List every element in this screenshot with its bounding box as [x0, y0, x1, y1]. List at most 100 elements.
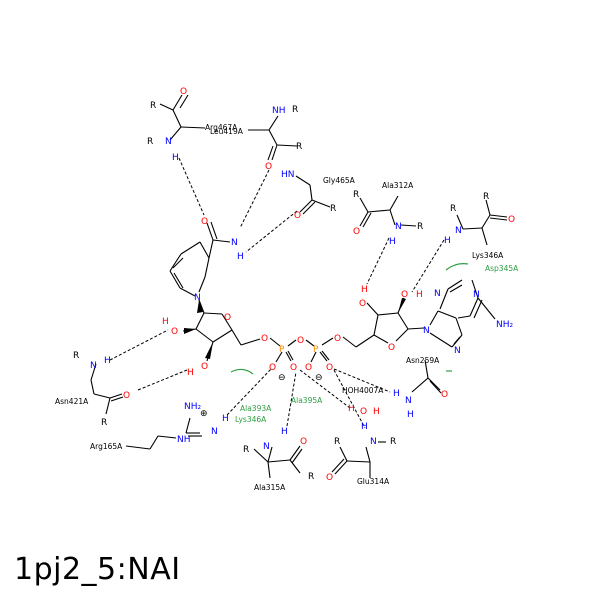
hydrophobic-contacts	[230, 263, 469, 375]
atom-o-p2a: O	[305, 363, 312, 373]
atom-p1: P	[279, 345, 285, 355]
atom-n: N	[263, 442, 270, 452]
atom-o-p1a: O	[269, 363, 276, 373]
atom-h-hydroxyl2: H	[187, 368, 194, 378]
atom-h: H	[281, 427, 288, 437]
residue-ala393: Ala393A	[240, 404, 272, 413]
atom-o: O	[300, 437, 307, 447]
residue-lys346-bottom: Lys346A	[235, 415, 267, 424]
atom-h: H	[389, 237, 396, 247]
atom-labels: O N H N O H O H O O P O P O O O O O ⊖ ⊖ …	[162, 217, 514, 383]
atom-h: H	[104, 356, 111, 366]
atom-r: R	[150, 101, 156, 111]
atom-r: R	[483, 192, 489, 202]
residue-ala315: Ala315A	[254, 483, 286, 492]
atom-o: O	[265, 162, 272, 172]
atom-o-ribose1: O	[224, 313, 231, 323]
atom-n-amide: N	[231, 238, 238, 248]
atom-o: O	[353, 227, 360, 237]
atom-o-hydroxyl2: O	[201, 362, 208, 372]
residue-hoh4007: HOH4007A	[342, 386, 384, 395]
atom-n9: N	[423, 326, 430, 336]
atom-o: O	[508, 215, 515, 225]
atom-r: R	[101, 418, 107, 428]
atom-nh: NH	[272, 106, 286, 116]
atom-n1: N	[473, 290, 480, 300]
residue-lys346-top: Lys346A	[472, 251, 504, 260]
atom-h: H	[172, 153, 179, 163]
residue-glu314: Glu314A	[357, 477, 390, 486]
atom-o: O	[441, 390, 448, 400]
atom-h: H	[407, 410, 414, 420]
atom-o-hydroxyl4: O	[401, 290, 408, 300]
residue-leu419: Leu419A	[210, 127, 244, 136]
atom-n7: N	[454, 346, 461, 356]
charge-plus: ⊕	[200, 409, 208, 419]
atom-h-ribose1: H	[162, 317, 169, 327]
atom-n: N	[211, 427, 218, 437]
atom-p2: P	[313, 345, 319, 355]
charge-minus-1: ⊖	[278, 373, 286, 383]
atom-r: R	[390, 437, 396, 447]
atom-o-p1b: O	[290, 363, 297, 373]
atom-o: O	[326, 473, 333, 483]
atom-r: R	[292, 105, 298, 115]
atom-h-water2: H	[373, 407, 380, 417]
atom-h: H	[444, 236, 451, 246]
residue-ala312: Ala312A	[382, 181, 414, 190]
atom-r: R	[334, 437, 340, 447]
atom-h: H	[393, 389, 400, 399]
atom-h: H	[222, 414, 229, 424]
residue-asn259: Asn259A	[406, 356, 440, 365]
atom-r: R	[417, 222, 423, 232]
residue-labels: R O R N H Arg467A NH R Leu419A R O HN Gl…	[55, 87, 519, 492]
atom-r: R	[147, 137, 153, 147]
atom-h: H	[361, 422, 368, 432]
atom-r: R	[450, 204, 456, 214]
atom-r: R	[243, 445, 249, 455]
atom-o-hydroxyl3: O	[359, 299, 366, 309]
residue-asn421: Asn421A	[55, 397, 89, 406]
atom-h-amide: H	[237, 252, 244, 262]
atom-n: N	[90, 361, 97, 371]
atom-o-bridge2: O	[297, 336, 304, 346]
atom-r: R	[353, 190, 359, 200]
residue-gly465: Gly465A	[323, 176, 356, 185]
atom-hn: HN	[281, 170, 295, 180]
atom-o-bridge3: O	[334, 334, 341, 344]
atom-o-bridge1: O	[261, 334, 268, 344]
atom-r: R	[296, 142, 302, 152]
atom-n: N	[455, 226, 462, 236]
atom-h-hydroxyl4: H	[416, 290, 423, 300]
atom-o-hydroxyl1: O	[171, 327, 178, 337]
atom-o: O	[123, 391, 130, 401]
atom-o: O	[180, 87, 187, 97]
charge-minus-2: ⊖	[315, 373, 323, 383]
atom-o: O	[294, 211, 301, 221]
atom-h-water: H	[348, 404, 355, 414]
atom-h-hydroxyl3: H	[361, 285, 368, 295]
atom-nh: NH	[177, 435, 191, 445]
atom-n3: N	[434, 289, 441, 299]
atom-n: N	[165, 137, 172, 147]
atom-nh2-adenine: NH₂	[496, 320, 514, 330]
atom-r: R	[308, 472, 314, 482]
atom-o-amide: O	[201, 217, 208, 227]
hydrogen-bonds	[109, 157, 445, 429]
atom-n: N	[370, 437, 377, 447]
atom-o-p2b: O	[326, 363, 333, 373]
atom-r: R	[73, 351, 79, 361]
residue-ala395: Ala395A	[291, 396, 323, 405]
atom-o-ribose2: O	[388, 343, 395, 353]
atom-nh2-arg: NH₂	[184, 402, 202, 412]
atom-n: N	[405, 396, 412, 406]
atom-o-water: O	[360, 407, 367, 417]
atom-n: N	[395, 222, 402, 232]
atom-n-ring: N	[194, 293, 201, 303]
atom-r: R	[330, 204, 336, 214]
ligand-skeleton	[169, 221, 496, 363]
residue-arg165: Arg165A	[90, 442, 123, 451]
residue-asp345: Asp345A	[485, 264, 519, 273]
residue-arg467: Arg467A	[205, 123, 238, 132]
